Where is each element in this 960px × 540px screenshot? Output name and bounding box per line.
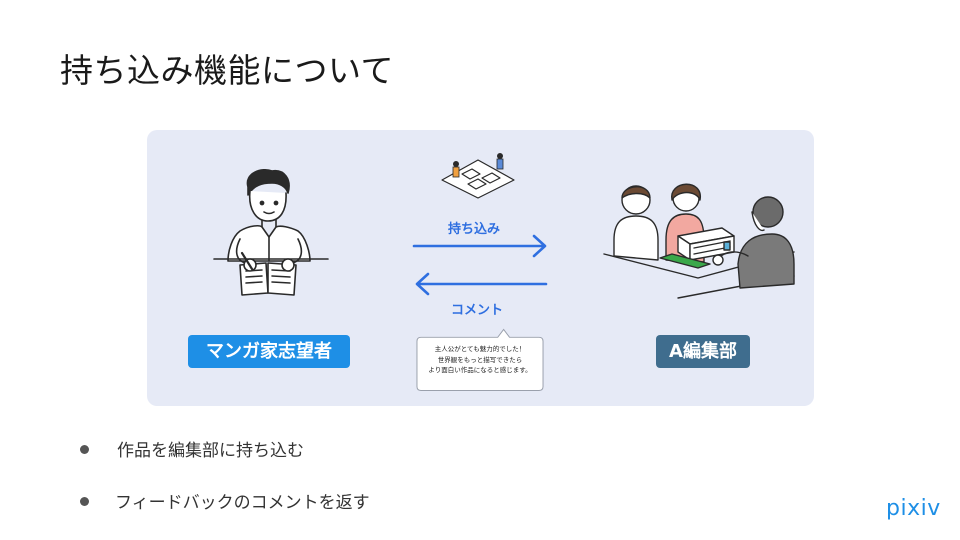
comment-arrow-label: コメント xyxy=(451,303,504,318)
comment-speech-bubble xyxy=(416,328,544,391)
pixiv-logo: pixiv xyxy=(886,496,941,521)
submit-arrow-label: 持ち込み xyxy=(448,222,501,237)
bullet-dot-icon xyxy=(80,496,89,506)
manga-artist-tag: マンガ家志望者 xyxy=(188,335,350,368)
bullet-dot-icon xyxy=(80,444,89,454)
manga-artist-illustration xyxy=(213,169,329,296)
slide-title: 持ち込み機能について xyxy=(60,51,395,90)
submit-arrow xyxy=(412,234,547,258)
comment-arrow xyxy=(415,272,548,296)
list-item: 作品を編集部に持ち込む xyxy=(80,436,304,461)
exchange-arrows xyxy=(412,234,548,296)
editorial-dept-tag: A編集部 xyxy=(656,335,750,368)
editorial-team-illustration xyxy=(603,183,795,299)
manuscript-board-illustration xyxy=(441,153,515,199)
list-item: フィードバックのコメントを返す xyxy=(80,488,370,513)
comment-bubble-text: 主人公がとても魅力的でした！ 世界観をもっと描写できたら より面白い作品になると… xyxy=(428,345,532,374)
